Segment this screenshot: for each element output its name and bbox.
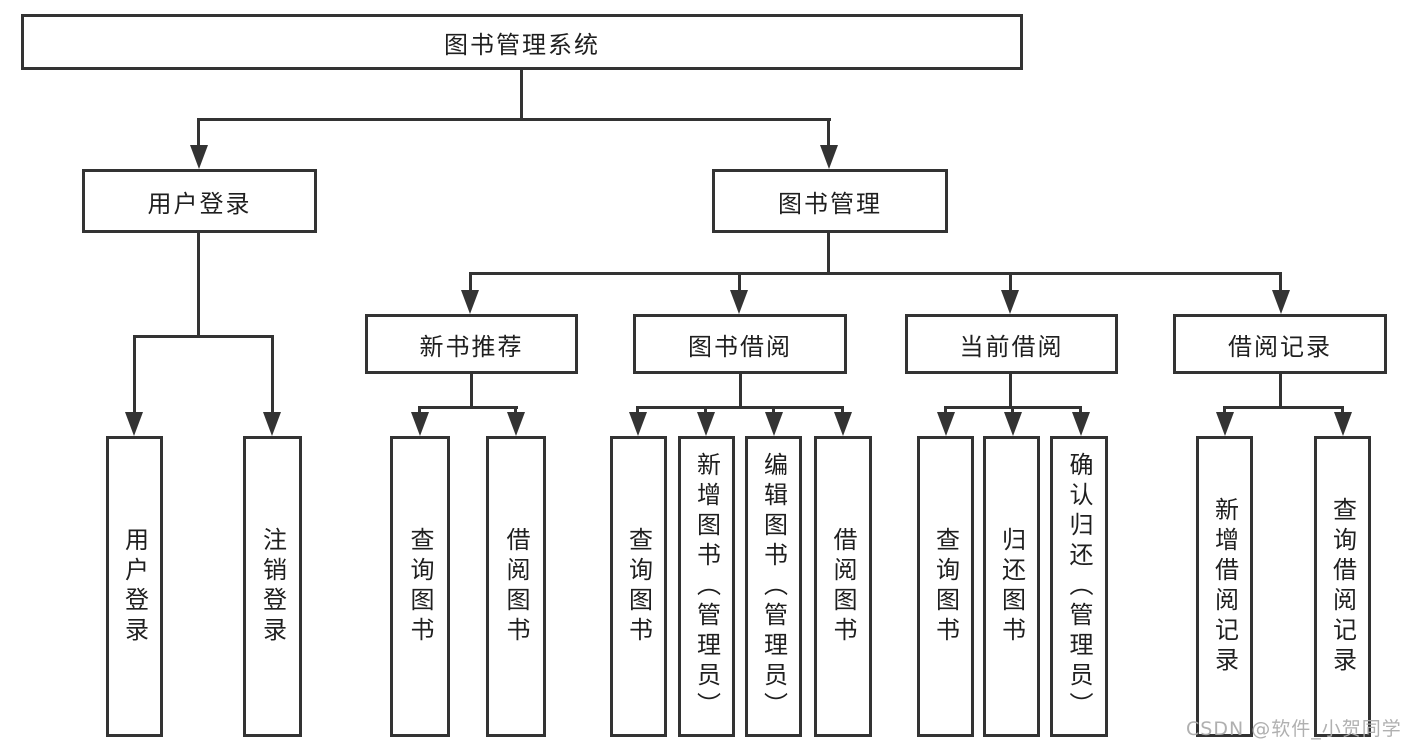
connector-line: [636, 406, 639, 414]
connector-line: [827, 118, 830, 147]
node-book-management: 图书管理: [712, 169, 948, 233]
connector-line: [1279, 374, 1282, 406]
arrow-down-icon: [1272, 290, 1290, 314]
node-book-borrowing: 图书借阅: [633, 314, 847, 374]
connector-line: [1009, 272, 1012, 290]
leaf-add-borrow-record: 新增借阅记录: [1196, 436, 1253, 737]
leaf-add-borrow-record-label: 新增借阅记录: [1210, 496, 1239, 677]
leaf-bor-query-books-label: 查询图书: [624, 526, 653, 647]
arrow-down-icon: [765, 412, 783, 436]
node-new-book-recommend: 新书推荐: [365, 314, 578, 374]
arrow-down-icon: [1001, 290, 1019, 314]
watermark: CSDN @软件_小贺同学: [1186, 718, 1402, 740]
connector-line: [1223, 406, 1226, 414]
node-new-book-recommend-label: 新书推荐: [419, 332, 524, 361]
connector-line: [1223, 406, 1344, 409]
connector-line: [197, 118, 831, 121]
leaf-cur-return-books-label: 归还图书: [997, 526, 1026, 647]
arrow-down-icon: [820, 145, 838, 169]
connector-line: [470, 374, 473, 406]
arrow-down-icon: [263, 412, 281, 436]
leaf-rec-borrow-books: 借阅图书: [486, 436, 546, 737]
connector-line: [944, 406, 947, 414]
leaf-bor-add-books-admin-label: 新增图书（管理员）: [692, 451, 721, 722]
connector-line: [419, 406, 518, 409]
connector-line: [469, 272, 1282, 275]
arrow-down-icon: [507, 412, 525, 436]
leaf-bor-borrow-books: 借阅图书: [814, 436, 872, 737]
leaf-rec-query-books: 查询图书: [390, 436, 450, 737]
connector-line: [133, 335, 136, 414]
connector-line: [418, 406, 421, 414]
leaf-query-borrow-record: 查询借阅记录: [1314, 436, 1371, 737]
leaf-bor-edit-books-admin: 编辑图书（管理员）: [745, 436, 802, 737]
node-user-login-label: 用户登录: [147, 189, 252, 218]
node-current-borrowing: 当前借阅: [905, 314, 1118, 374]
connector-line: [772, 406, 775, 414]
connector-line: [1009, 374, 1012, 406]
connector-line: [514, 406, 517, 414]
leaf-logout-login-label: 注销登录: [258, 526, 287, 647]
leaf-bor-query-books: 查询图书: [610, 436, 667, 737]
connector-line: [827, 233, 830, 272]
arrow-down-icon: [1334, 412, 1352, 436]
leaf-logout-login: 注销登录: [243, 436, 302, 737]
arrow-down-icon: [411, 412, 429, 436]
leaf-cur-return-books: 归还图书: [983, 436, 1040, 737]
connector-line: [133, 335, 274, 338]
connector-line: [197, 233, 200, 335]
leaf-cur-query-books-label: 查询图书: [931, 526, 960, 647]
leaf-rec-borrow-books-label: 借阅图书: [502, 526, 530, 647]
arrow-down-icon: [730, 290, 748, 314]
arrow-down-icon: [1004, 412, 1022, 436]
node-book-borrowing-label: 图书借阅: [688, 332, 792, 361]
leaf-rec-query-books-label: 查询图书: [406, 526, 434, 647]
connector-line: [1079, 406, 1082, 414]
node-root-label: 图书管理系统: [444, 30, 600, 59]
arrow-down-icon: [697, 412, 715, 436]
node-root: 图书管理系统: [21, 14, 1023, 70]
node-book-management-label: 图书管理: [778, 189, 882, 218]
connector-line: [271, 335, 274, 414]
connector-line: [197, 118, 200, 147]
leaf-cur-confirm-return-admin: 确认归还（管理员）: [1050, 436, 1108, 737]
leaf-user-login-label: 用户登录: [120, 526, 149, 647]
leaf-user-login: 用户登录: [106, 436, 163, 737]
connector-line: [1279, 272, 1282, 290]
connector-line: [1011, 406, 1014, 414]
connector-line: [739, 374, 742, 406]
node-user-login: 用户登录: [82, 169, 317, 233]
connector-line: [520, 69, 523, 118]
connector-line: [636, 406, 844, 409]
arrow-down-icon: [1072, 412, 1090, 436]
node-borrowing-records-label: 借阅记录: [1228, 332, 1332, 361]
arrow-down-icon: [937, 412, 955, 436]
arrow-down-icon: [461, 290, 479, 314]
connector-line: [1341, 406, 1344, 414]
connector-line: [469, 272, 472, 290]
connector-line: [841, 406, 844, 414]
connector-line: [738, 272, 741, 290]
leaf-bor-borrow-books-label: 借阅图书: [829, 526, 857, 647]
arrow-down-icon: [125, 412, 143, 436]
leaf-query-borrow-record-label: 查询借阅记录: [1328, 496, 1357, 677]
leaf-cur-query-books: 查询图书: [917, 436, 974, 737]
leaf-cur-confirm-return-admin-label: 确认归还（管理员）: [1065, 451, 1093, 722]
connector-line: [704, 406, 707, 414]
node-borrowing-records: 借阅记录: [1173, 314, 1387, 374]
arrow-down-icon: [1216, 412, 1234, 436]
arrow-down-icon: [629, 412, 647, 436]
arrow-down-icon: [834, 412, 852, 436]
node-current-borrowing-label: 当前借阅: [959, 332, 1064, 361]
leaf-bor-add-books-admin: 新增图书（管理员）: [678, 436, 735, 737]
leaf-bor-edit-books-admin-label: 编辑图书（管理员）: [759, 451, 788, 722]
arrow-down-icon: [190, 145, 208, 169]
